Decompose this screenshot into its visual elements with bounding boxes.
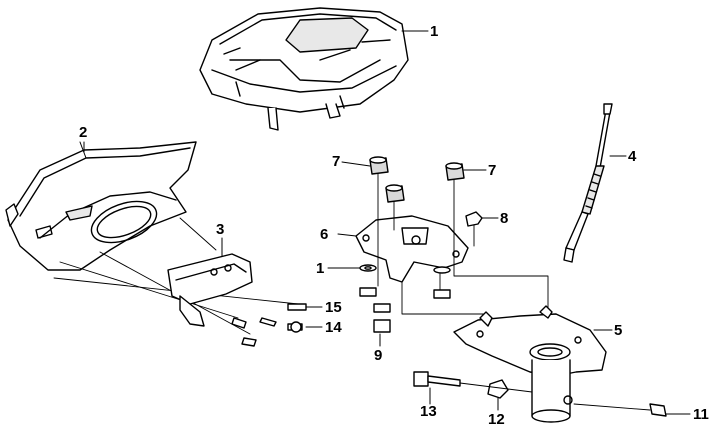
callout-instrument-cluster: 1: [430, 23, 439, 40]
callout-screw-upper: 15: [325, 299, 342, 316]
callout-front-cowl: 2: [79, 124, 88, 141]
instrument-cluster: [199, 7, 409, 131]
callout-washer: 1: [316, 260, 325, 277]
callout-mounting-plate: 6: [320, 226, 329, 243]
front-cowl: [5, 141, 197, 271]
callout-lower-nut: 9: [374, 347, 383, 364]
washers-and-nuts: [359, 264, 451, 333]
handlebar-base-plate: [453, 305, 607, 423]
speedometer-cable: [563, 103, 613, 263]
rubber-grommets: [369, 156, 465, 203]
callout-speedometer-cable: 4: [628, 148, 637, 165]
callout-leaders: [83, 30, 691, 415]
nut: [465, 211, 483, 227]
meter-mounting-plate: [355, 215, 469, 283]
cowl-bracket: [167, 243, 253, 327]
callout-nut: 8: [500, 210, 509, 227]
column-hardware: [413, 371, 667, 417]
callout-screw-lower: 14: [325, 319, 342, 336]
callout-bolt: 13: [420, 403, 437, 420]
callout-cowl-bracket: 3: [216, 221, 225, 238]
callout-column-cap: 11: [693, 406, 709, 423]
cowl-screws: [231, 303, 307, 347]
callout-grommet-right: 7: [488, 162, 497, 179]
callout-collar: 12: [488, 411, 505, 428]
callout-base-plate: 5: [614, 322, 623, 339]
callout-grommet-left: 7: [332, 153, 341, 170]
